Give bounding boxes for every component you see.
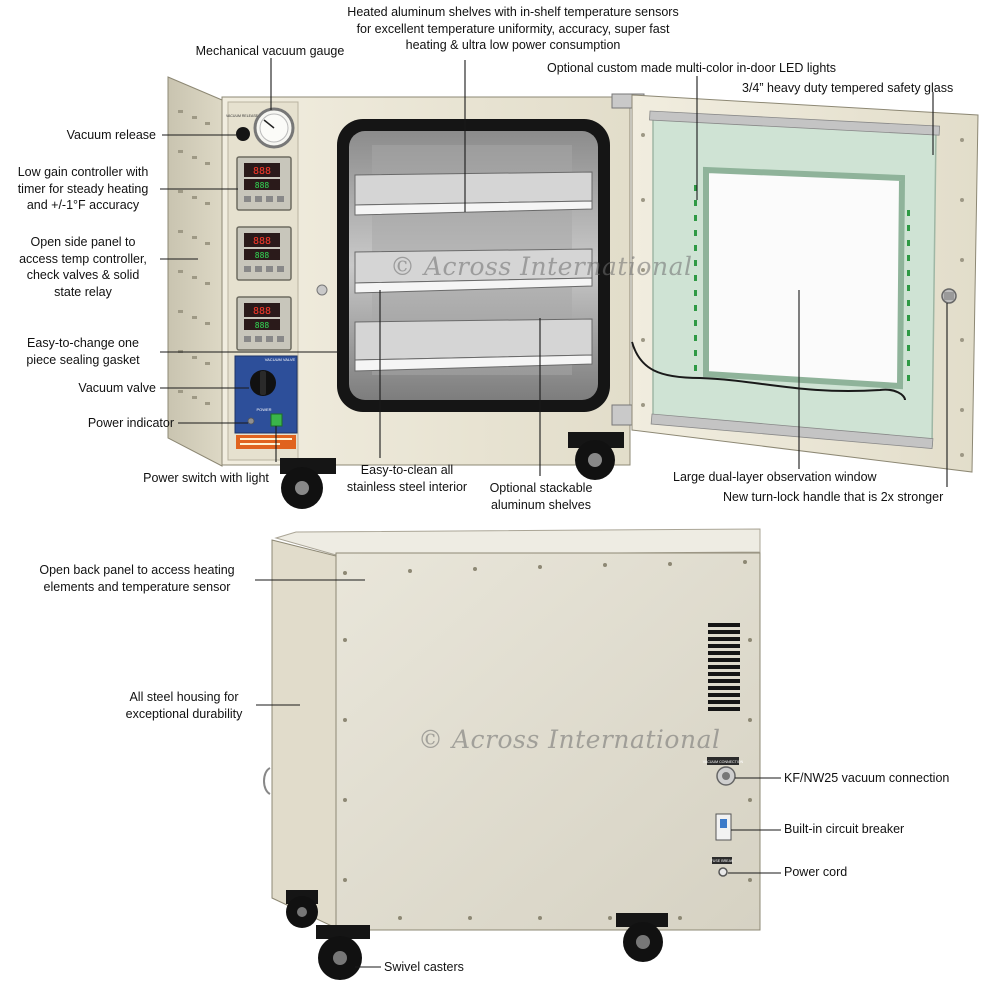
label-observation-window: Large dual-layer observation window [673, 470, 877, 484]
svg-text:VACUUM VALVE: VACUUM VALVE [265, 357, 296, 362]
rear-vent [708, 623, 740, 711]
observation-window [703, 166, 906, 390]
temperature-controller-2: 888 888 [236, 226, 292, 281]
label-back-panel: Open back panel to access heating elemen… [39, 563, 235, 594]
top-surface [274, 528, 761, 556]
label-side-panel: Open side panel to access temp controlle… [19, 235, 147, 299]
led-strip-right [907, 210, 910, 381]
label-vacuum-release: Vacuum release [66, 128, 156, 142]
rear-panel-screws [343, 560, 752, 920]
vacuum-connection-plate [707, 757, 739, 765]
svg-text:888: 888 [253, 166, 271, 177]
vacuum-release-caption: VACUUM RELEASE [226, 114, 259, 118]
power-cord-plate [712, 857, 732, 864]
label-power-cord: Power cord [784, 865, 848, 879]
label-vacuum-connection: KF/NW25 vacuum connection [784, 771, 950, 785]
oven-back-view: VACUUM CONNECTION FUSE BREAK [263, 528, 761, 980]
svg-text:VACUUM CONNECTION: VACUUM CONNECTION [703, 760, 744, 764]
vacuum-release-knob [236, 127, 250, 141]
door-latch-knob [316, 284, 328, 296]
power-switch [270, 413, 283, 427]
led-wire [631, 341, 906, 401]
label-power-switch: Power switch with light [143, 471, 269, 485]
svg-text:888: 888 [253, 236, 271, 247]
label-led-lights: Optional custom made multi-color in-door… [547, 61, 837, 75]
label-steel-housing: All steel housing for exceptional durabi… [125, 690, 243, 721]
temperature-controller-1: 888 888 [236, 156, 292, 211]
front-casters [280, 432, 624, 509]
warning-label [236, 435, 296, 449]
rear-panel [335, 552, 761, 931]
watermark-bottom: © Across International [418, 725, 721, 754]
label-stainless-interior: Easy-to-clean all stainless steel interi… [346, 463, 468, 494]
back-casters [286, 890, 668, 980]
label-circuit-breaker: Built-in circuit breaker [784, 822, 905, 836]
label-swivel-casters: Swivel casters [384, 960, 464, 974]
power-indicator-light [247, 417, 255, 425]
label-vacuum-valve: Vacuum valve [78, 381, 156, 395]
oven-front-view: VACUUM RELEASE 888 888 888 888 888 888 V… [167, 76, 979, 509]
label-mechanical-vacuum-gauge: Mechanical vacuum gauge [195, 44, 345, 58]
temperature-controller-3: 888 888 [236, 296, 292, 351]
side-panel [167, 76, 223, 467]
door-top-rail [649, 110, 941, 136]
label-gasket: Easy-to-change one piece sealing gasket [26, 336, 140, 367]
label-power-indicator: Power indicator [87, 416, 174, 430]
svg-text:888: 888 [255, 321, 270, 330]
side-panel-vents [178, 110, 210, 405]
label-heated-shelves: Heated aluminum shelves with in-shelf te… [347, 5, 679, 52]
power-cord-inlet [718, 867, 728, 877]
door-screws [641, 133, 964, 457]
label-stackable-shelves: Optional stackable aluminum shelves [489, 481, 593, 512]
svg-text:POWER: POWER [256, 407, 271, 412]
svg-text:888: 888 [255, 181, 270, 190]
door-bottom-rail [650, 413, 934, 449]
label-controller: Low gain controller with timer for stead… [17, 165, 149, 212]
svg-text:888: 888 [253, 306, 271, 317]
led-strip-left [694, 185, 697, 371]
label-turn-lock-handle: New turn-lock handle that is 2x stronger [723, 490, 944, 504]
side-housing [271, 539, 337, 929]
side-handle [263, 767, 271, 795]
label-safety-glass: 3/4” heavy duty tempered safety glass [742, 81, 954, 95]
vacuum-control-panel: VACUUM VALVE POWER [234, 355, 298, 434]
chamber-shelves [354, 171, 593, 372]
gauge-needle [263, 119, 275, 129]
svg-text:FUSE BREAK: FUSE BREAK [711, 859, 734, 863]
svg-text:888: 888 [255, 251, 270, 260]
callout-lines [160, 58, 948, 968]
watermark-top: © Across International [390, 252, 693, 281]
